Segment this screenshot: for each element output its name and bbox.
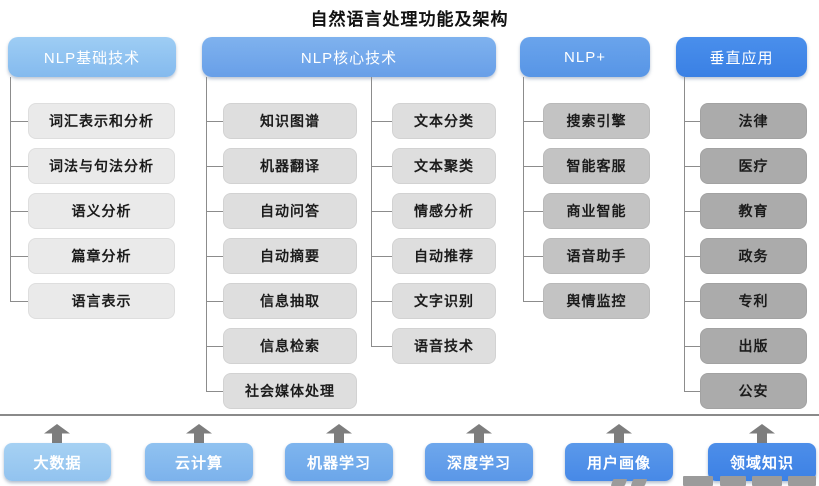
node-core-item: 自动摘要	[223, 238, 357, 274]
connector-tick	[684, 211, 700, 212]
connector-tick	[371, 346, 392, 347]
up-arrow-icon	[44, 424, 70, 443]
connector-tick	[10, 301, 28, 302]
node-vertical-item: 法律	[700, 103, 807, 139]
connector-tick	[684, 346, 700, 347]
connector-tick	[206, 256, 223, 257]
connector-tick	[684, 256, 700, 257]
connector-tick	[10, 256, 28, 257]
connector-tick	[206, 166, 223, 167]
column-header-plus: NLP+	[520, 37, 650, 77]
column-header-vertical: 垂直应用	[676, 37, 807, 77]
column-header-core: NLP核心技术	[202, 37, 496, 77]
node-basic-item: 语言表示	[28, 283, 175, 319]
connector-tick	[206, 301, 223, 302]
node-core-item: 信息抽取	[223, 283, 357, 319]
connector-tick	[10, 211, 28, 212]
connector-tick	[523, 256, 543, 257]
connector-tick	[523, 166, 543, 167]
connector-tick	[371, 256, 392, 257]
connector-tick	[371, 211, 392, 212]
connector-tick	[10, 121, 28, 122]
foundation-box: 云计算	[145, 443, 253, 481]
connector-tick	[684, 166, 700, 167]
foundation-box: 大数据	[4, 443, 111, 481]
node-core-item: 文本聚类	[392, 148, 496, 184]
node-plus-item: 舆情监控	[543, 283, 650, 319]
connector-tick	[371, 301, 392, 302]
watermark-fragment	[630, 479, 648, 486]
node-core-item: 信息检索	[223, 328, 357, 364]
node-basic-item: 词汇表示和分析	[28, 103, 175, 139]
node-plus-item: 智能客服	[543, 148, 650, 184]
connector-tick	[206, 211, 223, 212]
node-basic-item: 语义分析	[28, 193, 175, 229]
separator-line	[0, 414, 819, 416]
node-core-item: 知识图谱	[223, 103, 357, 139]
foundation-box: 机器学习	[285, 443, 393, 481]
connector-tick	[523, 301, 543, 302]
foundation-box: 深度学习	[425, 443, 533, 481]
node-core-item: 情感分析	[392, 193, 496, 229]
connector-line	[206, 77, 207, 391]
connector-tick	[206, 121, 223, 122]
node-plus-item: 搜索引擎	[543, 103, 650, 139]
node-vertical-item: 教育	[700, 193, 807, 229]
column-header-basic: NLP基础技术	[8, 37, 176, 77]
node-plus-item: 商业智能	[543, 193, 650, 229]
connector-line	[10, 77, 11, 301]
foundation-box: 用户画像	[565, 443, 673, 481]
up-arrow-icon	[186, 424, 212, 443]
watermark-fragment	[683, 476, 713, 486]
node-core-item: 文字识别	[392, 283, 496, 319]
node-core-item: 社会媒体处理	[223, 373, 357, 409]
node-vertical-item: 公安	[700, 373, 807, 409]
node-core-item: 自动推荐	[392, 238, 496, 274]
up-arrow-icon	[606, 424, 632, 443]
connector-tick	[684, 391, 700, 392]
connector-tick	[371, 166, 392, 167]
up-arrow-icon	[326, 424, 352, 443]
connector-tick	[10, 166, 28, 167]
connector-tick	[523, 211, 543, 212]
node-vertical-item: 政务	[700, 238, 807, 274]
node-core-item: 机器翻译	[223, 148, 357, 184]
node-plus-item: 语音助手	[543, 238, 650, 274]
foundation-box: 领域知识	[708, 443, 816, 481]
node-vertical-item: 医疗	[700, 148, 807, 184]
node-core-item: 自动问答	[223, 193, 357, 229]
watermark-fragment	[788, 476, 816, 486]
connector-tick	[371, 121, 392, 122]
node-core-item: 语音技术	[392, 328, 496, 364]
watermark-fragment	[752, 476, 782, 486]
connector-tick	[684, 121, 700, 122]
connector-line	[684, 77, 685, 391]
connector-tick	[206, 391, 223, 392]
up-arrow-icon	[749, 424, 775, 443]
node-vertical-item: 专利	[700, 283, 807, 319]
page-title: 自然语言处理功能及架构	[310, 10, 509, 29]
watermark-fragment	[720, 476, 746, 486]
connector-tick	[684, 301, 700, 302]
connector-line	[523, 77, 524, 301]
node-vertical-item: 出版	[700, 328, 807, 364]
node-core-item: 文本分类	[392, 103, 496, 139]
connector-tick	[523, 121, 543, 122]
node-basic-item: 词法与句法分析	[28, 148, 175, 184]
watermark-fragment	[610, 479, 628, 486]
node-basic-item: 篇章分析	[28, 238, 175, 274]
up-arrow-icon	[466, 424, 492, 443]
connector-tick	[206, 346, 223, 347]
